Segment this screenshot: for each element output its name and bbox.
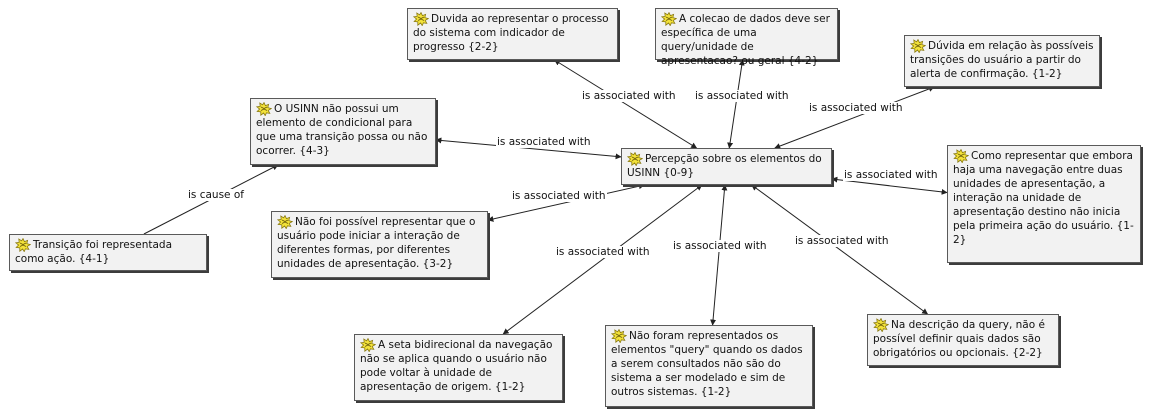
quotation-node[interactable]: Não foram representados os elementos "qu… xyxy=(605,325,813,407)
quotation-node-text: Como representar que embora haja uma nav… xyxy=(953,150,1134,246)
edge-label: is associated with xyxy=(843,169,939,181)
quotation-node-text: Na descrição da query, não é possível de… xyxy=(873,319,1045,359)
quotation-node-text: A colecao de dados deve ser específica d… xyxy=(661,13,830,67)
quotation-icon xyxy=(256,102,272,116)
quotation-node[interactable]: O USINN não possui um elemento de condic… xyxy=(250,98,436,165)
quotation-node-text: Não foi possível representar que o usuár… xyxy=(277,216,476,270)
edge-label: is associated with xyxy=(794,235,890,247)
quotation-node[interactable]: A seta bidirecional da navegação não se … xyxy=(354,334,563,401)
quotation-icon xyxy=(910,39,926,53)
quotation-node-text: Não foram representados os elementos "qu… xyxy=(611,330,803,398)
quotation-node-text: Dúvida em relação às possíveis transiçõe… xyxy=(910,40,1094,80)
quotation-icon xyxy=(627,152,643,166)
quotation-icon xyxy=(15,238,31,252)
edge-label: is cause of xyxy=(187,189,245,201)
edge-label: is associated with xyxy=(496,136,592,148)
quotation-node[interactable]: A colecao de dados deve ser específica d… xyxy=(655,8,838,67)
edge-line[interactable] xyxy=(553,59,698,149)
quotation-node[interactable]: Duvida ao representar o processo do sist… xyxy=(407,8,618,60)
edge-line[interactable] xyxy=(435,137,622,160)
quotation-node-text: A seta bidirecional da navegação não se … xyxy=(360,339,553,393)
quotation-node[interactable]: Não foi possível representar que o usuár… xyxy=(271,211,488,278)
quotation-icon xyxy=(611,329,627,343)
quotation-icon xyxy=(277,215,293,229)
edge-label: is associated with xyxy=(581,90,677,102)
quotation-node[interactable]: Dúvida em relação às possíveis transiçõe… xyxy=(904,35,1100,87)
edge-line[interactable] xyxy=(502,184,703,335)
quotation-node-text: Duvida ao representar o processo do sist… xyxy=(413,13,609,53)
quotation-icon xyxy=(953,149,969,163)
quotation-node[interactable]: Na descrição da query, não é possível de… xyxy=(867,314,1059,366)
quotation-node-text: O USINN não possui um elemento de condic… xyxy=(256,103,428,157)
quotation-icon xyxy=(360,338,376,352)
quotation-icon xyxy=(413,12,429,26)
quotation-node-text: Transição foi representada como ação. {4… xyxy=(15,239,173,265)
edge-label: is associated with xyxy=(694,90,790,102)
edge-label: is associated with xyxy=(511,190,607,202)
quotation-icon xyxy=(873,318,889,332)
center-node[interactable]: Percepção sobre os elementos do USINN {0… xyxy=(621,148,832,185)
edge-line[interactable] xyxy=(727,59,745,149)
edge-line[interactable] xyxy=(774,86,935,149)
edge-label: is associated with xyxy=(555,246,651,258)
edge-label: is associated with xyxy=(672,240,768,252)
edge-line[interactable] xyxy=(751,184,929,315)
quotation-node[interactable]: Como representar que embora haja uma nav… xyxy=(947,145,1141,263)
edge-line[interactable] xyxy=(710,184,728,326)
quotation-icon xyxy=(661,12,677,26)
edge-label: is associated with xyxy=(808,102,904,114)
center-node-text: Percepção sobre os elementos do USINN {0… xyxy=(627,153,822,179)
quotation-node[interactable]: Transição foi representada como ação. {4… xyxy=(9,234,207,271)
